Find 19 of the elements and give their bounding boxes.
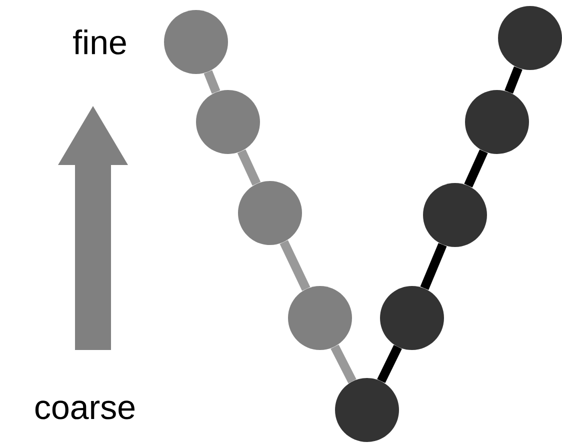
circle: [196, 90, 260, 154]
connector-line: [420, 242, 447, 290]
circle: [335, 378, 399, 442]
circle: [423, 182, 487, 247]
circle: [465, 90, 529, 154]
circle: [164, 10, 228, 74]
connector-line: [504, 66, 522, 94]
connector-line: [280, 240, 310, 291]
connector-line: [464, 149, 488, 188]
connector-line: [377, 344, 402, 384]
connector-line: [204, 70, 220, 94]
level-label: fine: [73, 30, 126, 54]
circle: [288, 286, 352, 350]
level-label: coarse: [35, 400, 134, 420]
connector-line: [237, 149, 261, 186]
circle: [238, 181, 302, 245]
circle: [498, 6, 562, 70]
connector-line: [330, 344, 356, 384]
circle: [380, 286, 444, 350]
